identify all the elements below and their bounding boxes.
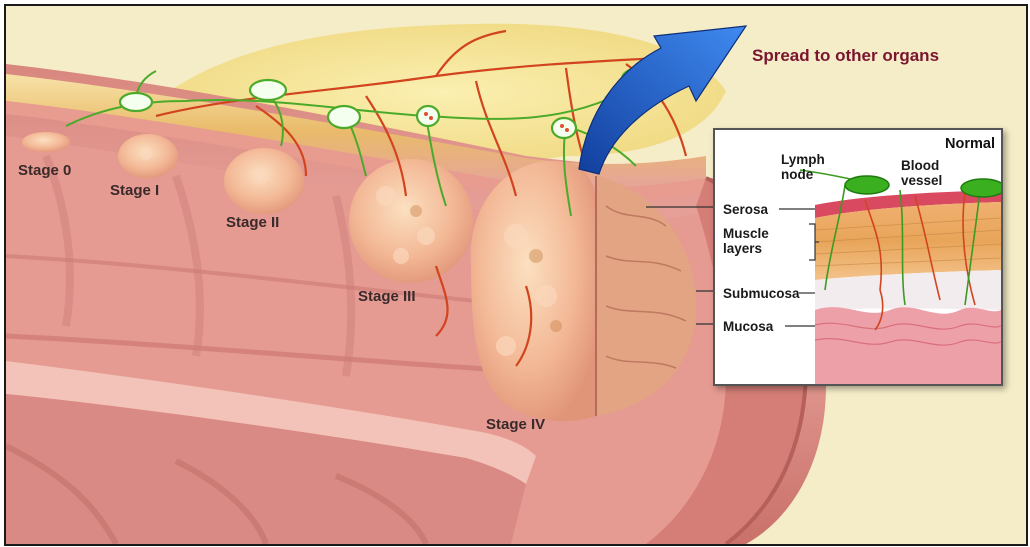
- blood-vessel-line2: vessel: [901, 173, 942, 188]
- inset-blood-vessel-node: [961, 179, 1001, 197]
- stage-0-label: Stage 0: [18, 162, 71, 179]
- lymph-node-line1: Lymph: [781, 152, 825, 167]
- stage-4-label: Stage IV: [486, 416, 545, 433]
- submucosa-label: Submucosa: [723, 286, 800, 301]
- mucosa-label: Mucosa: [723, 319, 773, 334]
- tumor-stage-3: [349, 159, 473, 283]
- serosa-label: Serosa: [723, 202, 768, 217]
- lymph-node-line2: node: [781, 167, 813, 182]
- blood-vessel-line1: Blood: [901, 158, 939, 173]
- spread-label: Spread to other organs: [752, 46, 939, 66]
- stage-3-label: Stage III: [358, 288, 416, 305]
- tumor-stage-4: [471, 161, 596, 421]
- tumor-stage-0: [22, 132, 70, 152]
- muscle-line2: layers: [723, 241, 762, 256]
- normal-wall-illustration: [715, 130, 1001, 384]
- diagram-frame: Stage 0 Stage I Stage II Stage III Stage…: [4, 4, 1028, 546]
- muscle-line1: Muscle: [723, 226, 769, 241]
- stage-2-label: Stage II: [226, 214, 279, 231]
- inset-lymph-node: [845, 176, 889, 194]
- stage-1-label: Stage I: [110, 182, 159, 199]
- inset-title: Normal: [945, 136, 995, 152]
- inset-mucosa-layer: [815, 307, 1001, 384]
